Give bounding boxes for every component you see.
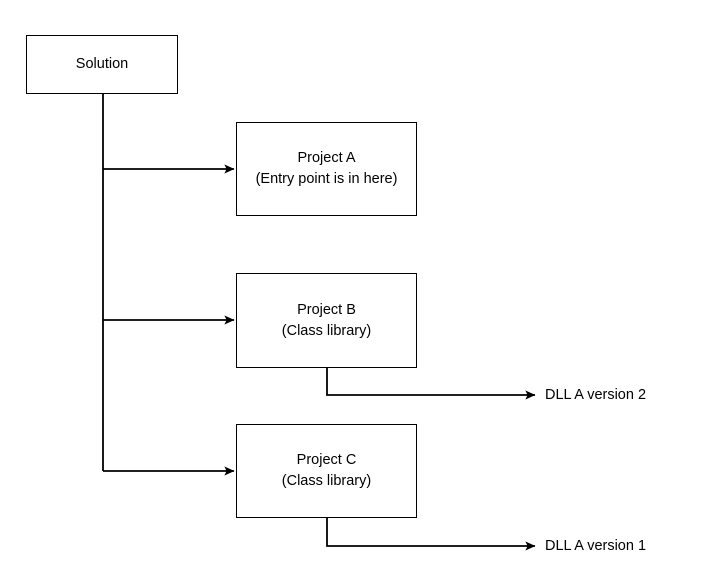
node-solution-line-1: Solution	[75, 56, 129, 72]
node-project-c-line-1: Project C	[296, 452, 357, 468]
node-project-b[interactable]: Project B (Class library)	[236, 273, 417, 368]
connector-project-c-to-dll-a-v1	[326, 518, 536, 551]
node-project-a-line-2: (Entry point is in here)	[255, 171, 398, 187]
node-project-c[interactable]: Project C (Class library)	[236, 424, 417, 518]
node-project-c-line-2: (Class library)	[281, 473, 372, 489]
edge-label-dll-a-version-2: DLL A version 2	[545, 387, 647, 403]
node-project-a[interactable]: Project A (Entry point is in here)	[236, 122, 417, 216]
node-project-b-line-1: Project B	[297, 301, 356, 318]
node-project-b-line-2: (Class library)	[281, 322, 372, 339]
node-project-a-line-1: Project A	[297, 150, 356, 166]
edge-label-dll-a-version-1: DLL A version 1	[545, 538, 647, 554]
connector-project-b-to-dll-a-v2	[326, 368, 536, 400]
node-solution[interactable]: Solution	[26, 35, 178, 94]
